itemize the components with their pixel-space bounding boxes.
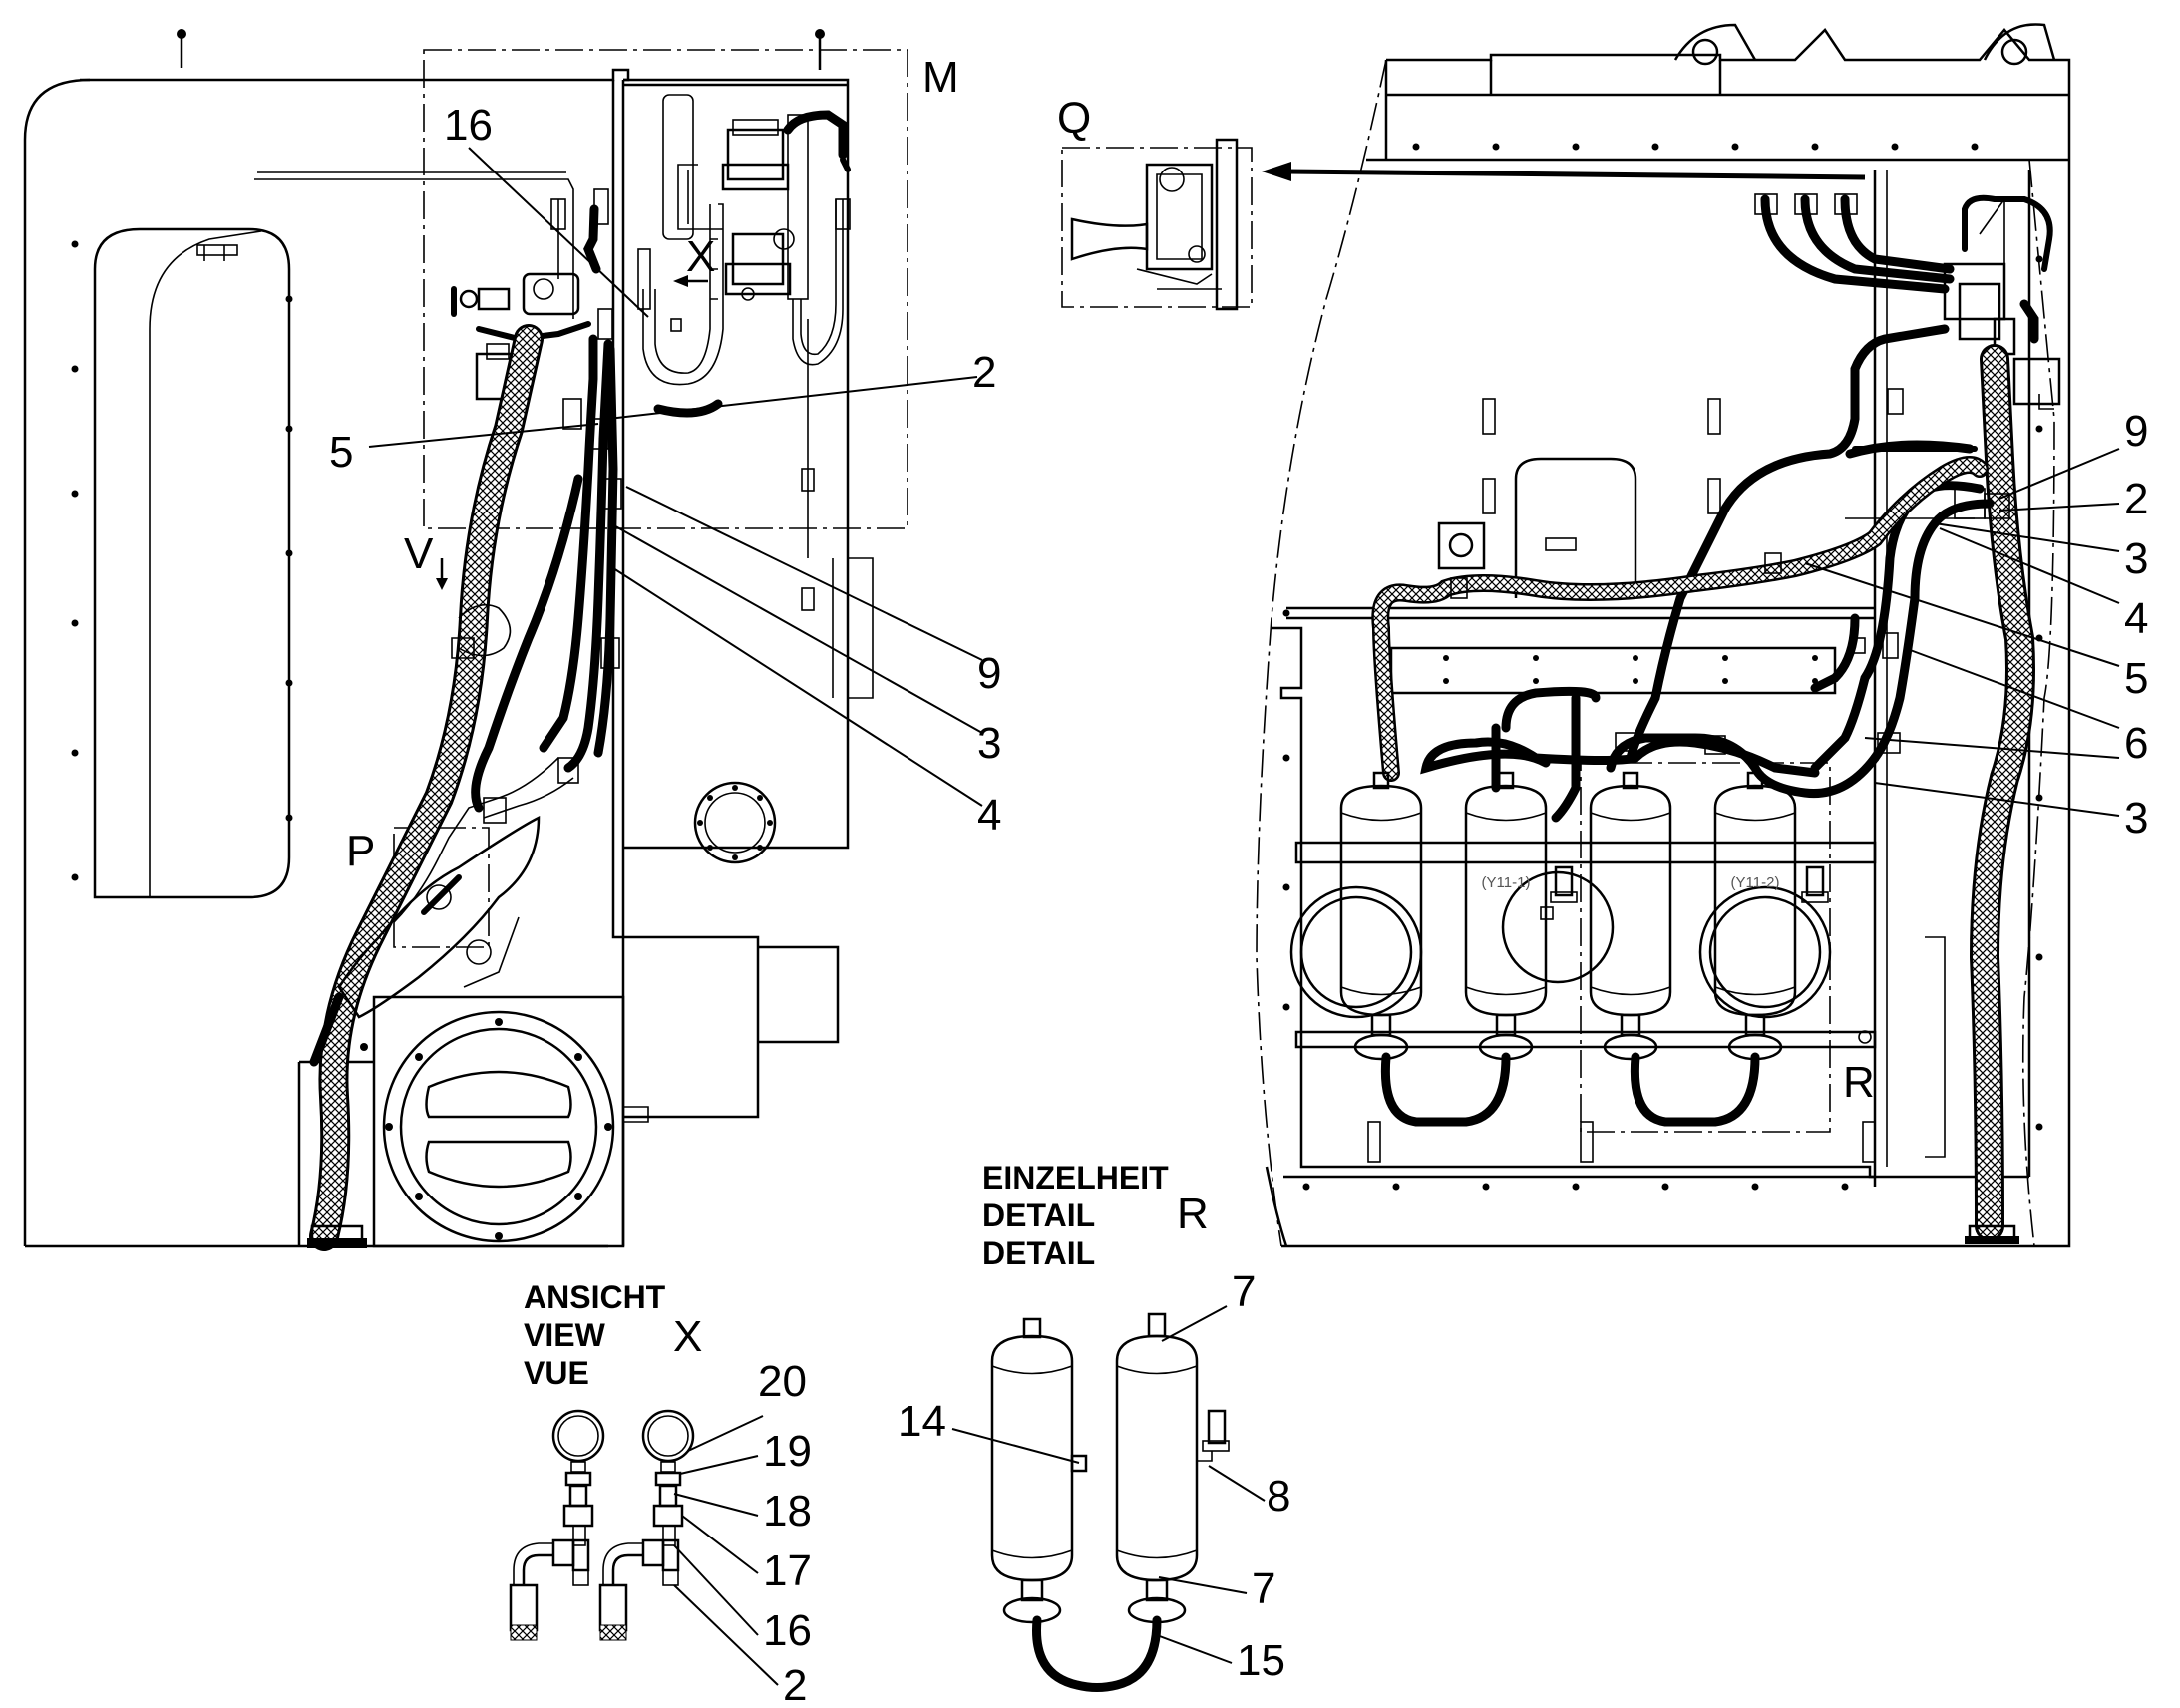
callout-7-bottom: 7 (1252, 1564, 1275, 1613)
callout-16: 16 (444, 101, 493, 150)
callout-14: 14 (898, 1397, 946, 1446)
detail-r-line1: EINZELHEIT (982, 1160, 1169, 1196)
callout-5-right: 5 (2124, 654, 2148, 703)
callout-15: 15 (1237, 1636, 1285, 1685)
right-cabinet-outline (1281, 28, 2071, 1248)
callout-9-right: 9 (2124, 407, 2148, 456)
callout-3-right: 3 (2124, 534, 2148, 583)
hydraulic-valve-block (642, 110, 851, 418)
callout-R: R (1843, 1058, 1875, 1107)
callout-19: 19 (763, 1427, 812, 1476)
callout-Q: Q (1057, 94, 1091, 143)
callout-3-lower-right: 3 (2124, 794, 2148, 843)
callout-16-view-x: 16 (763, 1606, 812, 1655)
callout-3: 3 (977, 719, 1001, 768)
view-x-line3: VUE (524, 1355, 589, 1391)
callout-18: 18 (763, 1487, 812, 1536)
right-side-view: (Y11-1) (Y11-2) (1256, 23, 2071, 1248)
callout-17: 17 (763, 1546, 812, 1595)
callout-labels: 16 M X 2 5 V 9 3 4 P Q 9 2 3 4 5 6 3 R 7… (329, 53, 2148, 1708)
detail-r-letter: R (1177, 1190, 1209, 1238)
right-upper-plumbing (1754, 193, 2061, 410)
detail-r-line2: DETAIL (982, 1197, 1095, 1233)
left-porthole (693, 781, 777, 864)
label-y11-1: (Y11-1) (1482, 874, 1531, 891)
callout-P: P (346, 827, 375, 875)
left-rivets (71, 240, 293, 881)
right-frame-rivets (1282, 255, 2043, 1191)
left-hydraulic-hoses (309, 334, 622, 1067)
callout-4-right: 4 (2124, 594, 2148, 643)
left-side-view (23, 29, 908, 1251)
tank-link-hose-1 (1380, 1052, 1511, 1127)
detail-Q (1061, 138, 1253, 311)
view-X-drawing (509, 1409, 695, 1641)
leader-lines (368, 147, 2120, 1686)
right-braided-cross-hose (1371, 456, 1989, 782)
callout-2-view-x: 2 (783, 1661, 807, 1708)
callout-2: 2 (972, 348, 996, 397)
detail-R-drawing (990, 1312, 1230, 1692)
accumulator-tank-1 (1339, 771, 1423, 1061)
callout-2-right: 2 (2124, 475, 2148, 523)
callout-5: 5 (329, 428, 353, 477)
left-braided-hose (307, 324, 544, 1251)
right-braided-hose (1965, 344, 2035, 1244)
callout-20: 20 (758, 1357, 807, 1406)
right-hydraulic-hoses (1420, 324, 2010, 823)
detail-r-caption: EINZELHEIT DETAIL DETAIL R (982, 1160, 1209, 1271)
callout-4: 4 (977, 791, 1001, 840)
view-x-caption: ANSICHT VIEW VUE X (524, 1279, 702, 1391)
callout-X: X (686, 232, 715, 281)
callout-V: V (404, 529, 434, 578)
left-inspection-hatch (360, 995, 625, 1248)
callout-6: 6 (2124, 719, 2148, 768)
callout-M: M (922, 53, 959, 102)
tank-link-hose-2 (1630, 1052, 1760, 1127)
detail-frame-M (423, 49, 908, 529)
left-cabinet-outline (23, 68, 630, 1246)
left-window-opening (93, 227, 291, 899)
view-x-line1: ANSICHT (524, 1279, 666, 1315)
view-x-line2: VIEW (524, 1317, 606, 1353)
right-top-rivets (1412, 143, 1979, 151)
callout-9: 9 (977, 649, 1001, 698)
callout-7-top: 7 (1232, 1267, 1256, 1316)
label-y11-2: (Y11-2) (1731, 874, 1780, 891)
detail-frame-R (1580, 762, 1831, 1133)
view-x-letter: X (673, 1312, 702, 1361)
accumulator-tank-2 (1464, 771, 1578, 1061)
callout-8: 8 (1267, 1472, 1290, 1521)
accumulator-tank-3 (1589, 771, 1672, 1061)
accumulator-tank-4 (1713, 771, 1829, 1061)
detail-r-line3: DETAIL (982, 1235, 1095, 1271)
